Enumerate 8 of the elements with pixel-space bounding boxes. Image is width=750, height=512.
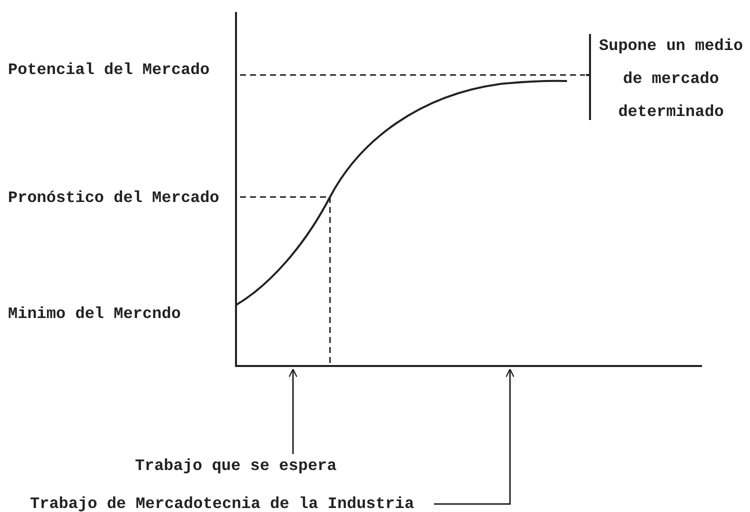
arrow: [434, 368, 515, 505]
axis-level-label: Minimo del Mercndo: [8, 304, 182, 325]
arrow: [288, 368, 298, 454]
axis-level-label: Potencial del Mercado: [8, 60, 211, 81]
annotation-text: Trabajo que se espera: [135, 454, 345, 478]
bracket-note: Supone un medio de mercado determinado: [598, 36, 744, 123]
axis-level-label: Pronóstico del Mercado: [8, 188, 220, 209]
annotation-text: Trabajo de Mercadotecnia de la Industria: [30, 492, 434, 512]
